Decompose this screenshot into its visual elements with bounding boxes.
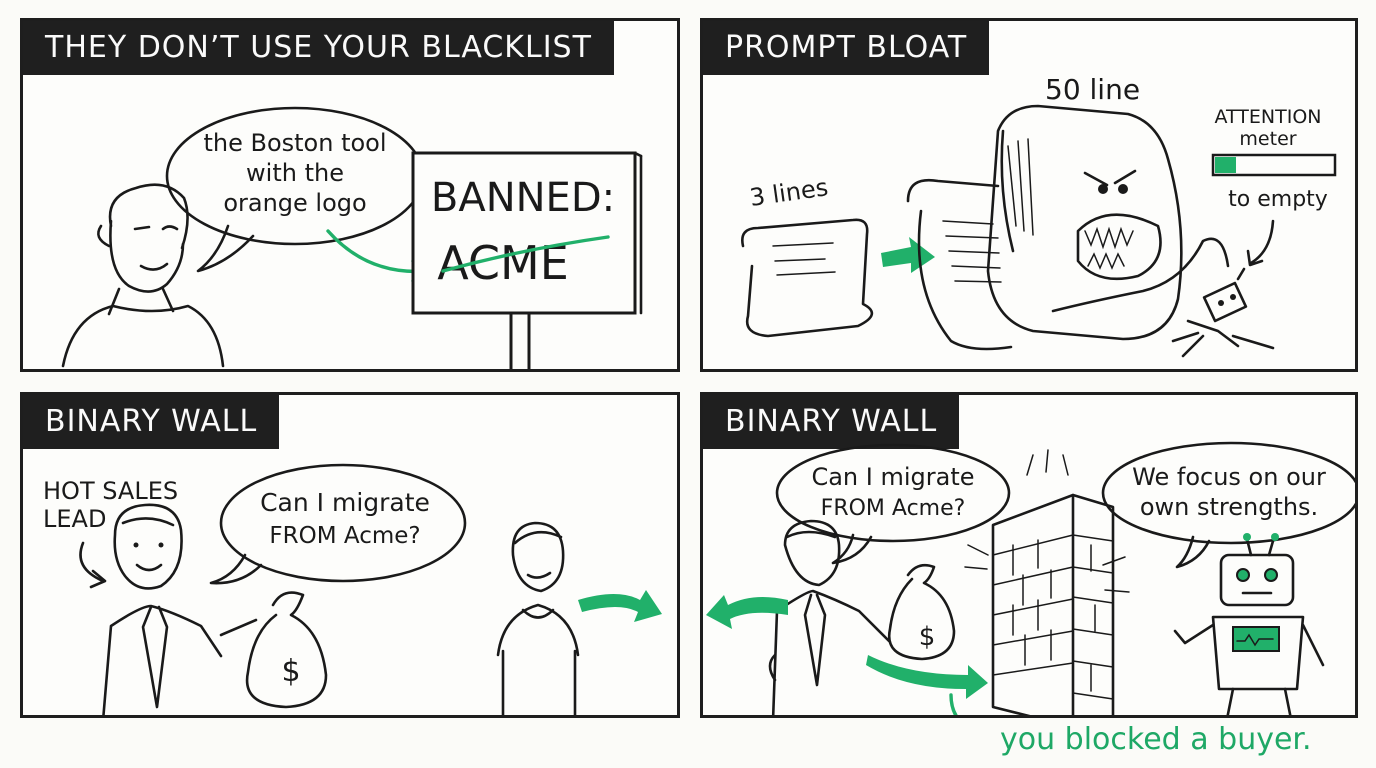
speech-bubble-right: We focus on our own strengths.	[1101, 441, 1355, 569]
speech-line: Can I migrate	[811, 463, 974, 491]
panel-binary-wall-1: BINARY WALL HOT SALES LEAD Can I migrate…	[20, 392, 680, 718]
speech-line: the Boston tool	[203, 129, 386, 157]
meter-fill	[1215, 157, 1236, 173]
panel-prompt-bloat: PROMPT BLOAT 3 lines 50 line	[700, 18, 1358, 372]
panel-blacklist: THEY DON’T USE YOUR BLACKLIST the Boston…	[20, 18, 680, 372]
small-scroll-icon	[741, 218, 874, 338]
pointer-arrow-icon	[1249, 219, 1275, 265]
blacklist-illustration: the Boston tool with the orange logo BAN…	[61, 106, 643, 369]
speech-line: own strengths.	[1140, 493, 1318, 521]
speech-line: We focus on our	[1132, 463, 1326, 491]
collapsed-robot-icon	[1171, 267, 1275, 358]
panel-binary-wall-2: BINARY WALL Can I migrate FROM Acme? We …	[700, 392, 1358, 718]
banned-sign: BANNED: ACME	[411, 151, 643, 369]
panel-title: PROMPT BLOAT	[703, 21, 990, 75]
meter-caption: to empty	[1228, 187, 1328, 212]
speech-line: FROM Acme?	[269, 523, 420, 549]
salesman-icon	[768, 519, 891, 715]
speech-line: FROM Acme?	[821, 496, 966, 521]
panel-title: THEY DON’T USE YOUR BLACKLIST	[23, 21, 614, 75]
brick-wall-icon	[991, 493, 1115, 715]
salesman-icon	[102, 503, 258, 715]
lead-label: HOT SALES	[43, 477, 178, 505]
lead-label: LEAD	[43, 505, 106, 533]
big-scroll-label: 50 line	[1045, 73, 1140, 106]
money-bag-icon: $	[245, 591, 328, 709]
speech-line: Can I migrate	[260, 488, 430, 517]
attention-meter	[1211, 153, 1337, 177]
binary-wall-illustration: Can I migrate FROM Acme? We focus on our…	[706, 441, 1355, 715]
bottom-caption: you blocked a buyer.	[1000, 722, 1312, 757]
green-arrow-back-icon	[706, 595, 788, 629]
sign-acme-text: ACME	[437, 236, 569, 290]
shock-lines-icon	[964, 449, 1130, 593]
panel-title: BINARY WALL	[23, 395, 280, 449]
monster-scroll-icon	[906, 104, 1230, 351]
dollar-sign: $	[919, 622, 936, 652]
meter-title: meter	[1239, 128, 1296, 150]
panel-title: BINARY WALL	[703, 395, 960, 449]
caption-pointer-icon	[949, 693, 958, 715]
speech-line: with the	[246, 159, 344, 187]
meter-title: ATTENTION	[1215, 106, 1322, 128]
small-scroll-label: 3 lines	[748, 173, 830, 212]
pointer-arrow-icon	[79, 541, 105, 583]
green-arrow-icon	[578, 590, 662, 622]
robot-icon	[1173, 533, 1325, 715]
strikethrough-icon	[441, 235, 610, 273]
speech-line: orange logo	[223, 189, 366, 217]
leaving-man-icon	[496, 521, 580, 715]
sign-banned-text: BANNED:	[431, 175, 615, 221]
sales-lead-illustration: HOT SALES LEAD Can I migrate FROM Acme? …	[43, 463, 662, 715]
arrowhead-icon	[89, 569, 107, 589]
speech-bubble-left: Can I migrate FROM Acme?	[775, 443, 1011, 565]
green-arrow-wall-icon	[866, 655, 988, 699]
winking-man-icon	[61, 183, 225, 368]
dollar-sign: $	[281, 654, 300, 689]
arrowhead-icon	[1246, 249, 1264, 267]
speech-bubble: the Boston tool with the orange logo	[165, 106, 425, 273]
money-bag-icon: $	[887, 563, 956, 661]
speech-bubble: Can I migrate FROM Acme?	[209, 463, 467, 585]
green-arrow-icon	[881, 237, 935, 273]
prompt-bloat-illustration: 3 lines 50 line ATTENTIO	[741, 73, 1337, 358]
